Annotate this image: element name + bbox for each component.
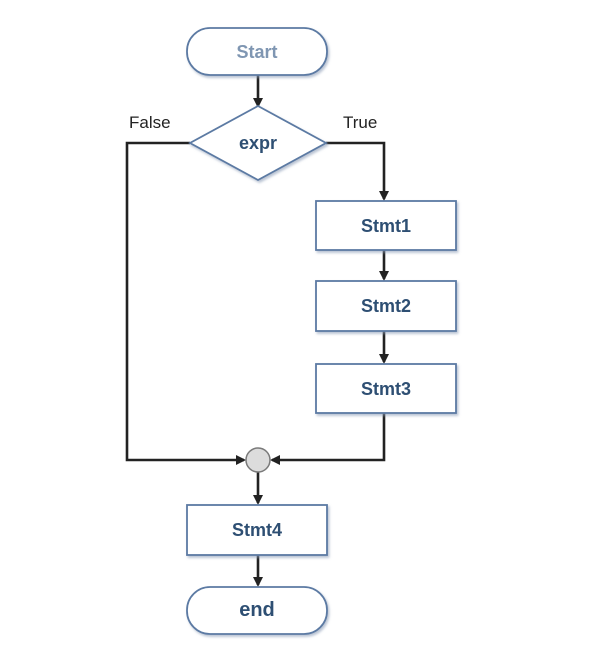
edges bbox=[125, 75, 389, 587]
start-node: Start bbox=[186, 27, 328, 76]
stmt4-node-label: Stmt4 bbox=[232, 520, 282, 540]
stmt2-node: Stmt2 bbox=[315, 280, 457, 332]
start-node-label: Start bbox=[236, 42, 277, 62]
edge-stmt3-to-junction bbox=[270, 413, 386, 465]
merge-junction bbox=[245, 447, 271, 473]
stmt3-node-label: Stmt3 bbox=[361, 379, 411, 399]
edge-true-to-stmt1 bbox=[326, 141, 389, 201]
stmt1-node: Stmt1 bbox=[315, 200, 457, 251]
end-node-label: end bbox=[239, 599, 275, 621]
true-branch-label: True bbox=[343, 113, 377, 132]
end-node: end bbox=[186, 586, 328, 635]
stmt3-node: Stmt3 bbox=[315, 363, 457, 414]
decision-node-label: expr bbox=[239, 133, 277, 153]
stmt1-node-label: Stmt1 bbox=[361, 216, 411, 236]
stmt4-node: Stmt4 bbox=[186, 504, 328, 556]
decision-node: expr bbox=[188, 104, 328, 182]
stmt2-node-label: Stmt2 bbox=[361, 296, 411, 316]
false-branch-label: False bbox=[129, 113, 171, 132]
edge-false-to-junction bbox=[125, 141, 246, 465]
